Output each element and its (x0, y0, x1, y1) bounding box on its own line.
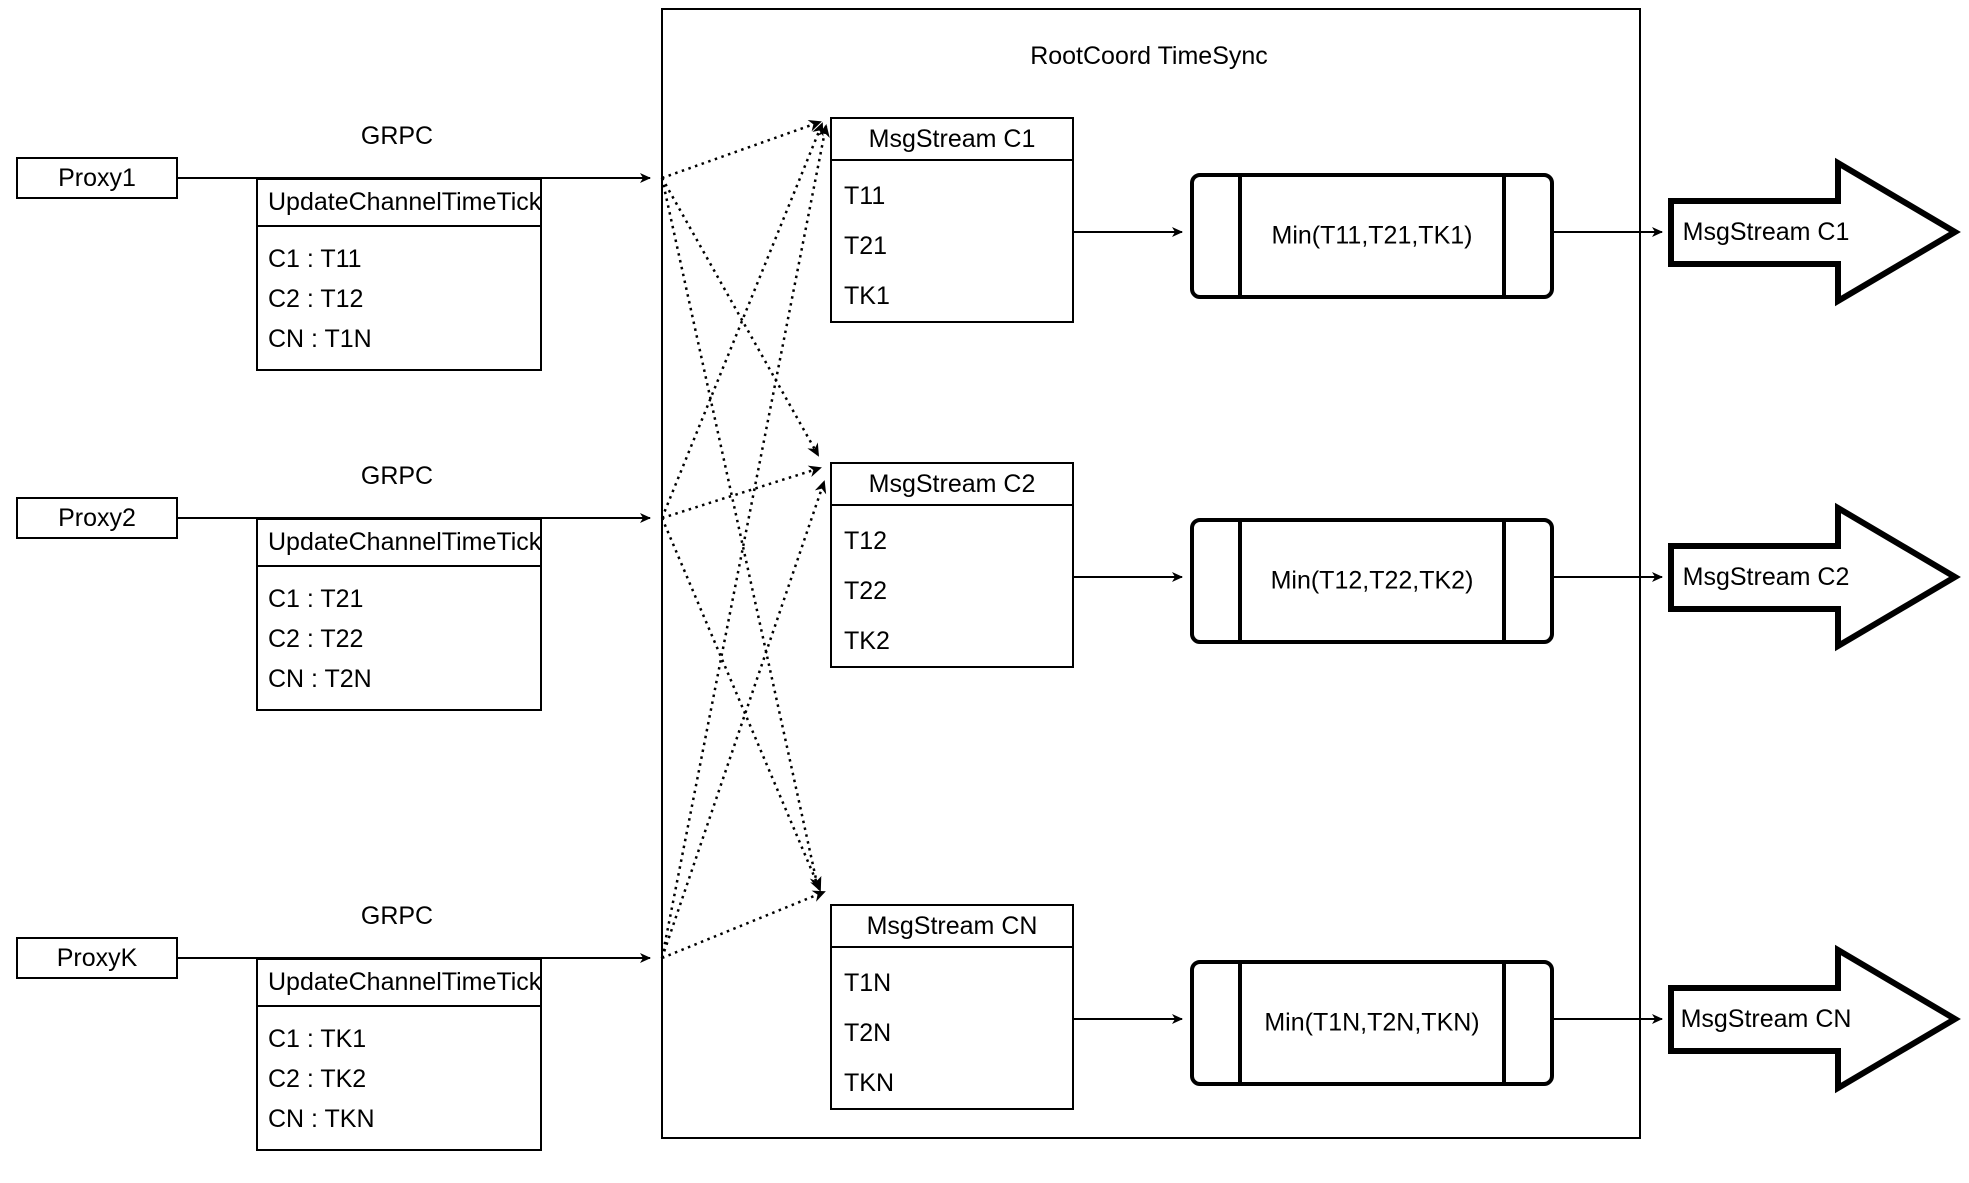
output-arrow-c1 (1668, 157, 1961, 307)
msgstream-rows-cn: T1N T2N TKN (832, 948, 1072, 1108)
dispatch-connectors (660, 120, 830, 960)
process-divider-right (1502, 964, 1506, 1082)
msgstream-box-c2: MsgStream C2 T12 T22 TK2 (830, 462, 1074, 668)
timetick-row: C2 : TK2 (268, 1065, 367, 1093)
update-channel-timetick-box-1: UpdateChannelTimeTick C1 : T11 C2 : T12 … (256, 178, 542, 371)
msgstream-title-cn: MsgStream CN (832, 906, 1072, 948)
msgstream-box-c1: MsgStream C1 T11 T21 TK1 (830, 117, 1074, 323)
update-channel-timetick-rows-k: C1 : TK1 C2 : TK2 CN : TKN (258, 1007, 540, 1149)
msgstream-row: T2N (844, 1019, 892, 1047)
update-channel-timetick-box-2: UpdateChannelTimeTick C1 : T21 C2 : T22 … (256, 518, 542, 711)
msgstream-title-c2: MsgStream C2 (832, 464, 1072, 506)
output-arrow-label-cn: MsgStream CN (1680, 1005, 1852, 1033)
min-process-box-c2: Min(T12,T22,TK2) (1190, 518, 1554, 644)
msgstream-row: T11 (844, 182, 886, 210)
proxy-box-1[interactable]: Proxy1 (16, 157, 178, 199)
timetick-row: C1 : T11 (268, 245, 362, 273)
process-divider-left (1238, 177, 1242, 295)
process-divider-left (1238, 964, 1242, 1082)
output-arrow-label-c1: MsgStream C1 (1682, 218, 1850, 246)
msgstream-row: T22 (844, 577, 888, 605)
msgstream-row: T12 (844, 527, 888, 555)
update-channel-timetick-rows-2: C1 : T21 C2 : T22 CN : T2N (258, 567, 540, 709)
grpc-label-2: GRPC (360, 462, 434, 490)
msgstream-to-process-connectors (1070, 227, 1183, 1024)
process-to-output-connectors (1554, 227, 1663, 1024)
process-divider-left (1238, 522, 1242, 640)
update-channel-timetick-title-k: UpdateChannelTimeTick (258, 960, 541, 1007)
proxy-label-2: Proxy2 (58, 503, 136, 532)
process-divider-right (1502, 522, 1506, 640)
timetick-row: C2 : T22 (268, 625, 364, 653)
update-channel-timetick-title-1: UpdateChannelTimeTick (258, 180, 541, 227)
grpc-label-k: GRPC (360, 902, 434, 930)
timetick-row: CN : T2N (268, 665, 372, 693)
msgstream-title-c1: MsgStream C1 (832, 119, 1072, 161)
proxy-box-2[interactable]: Proxy2 (16, 497, 178, 539)
update-channel-timetick-title-2: UpdateChannelTimeTick (258, 520, 541, 567)
timetick-row: CN : T1N (268, 325, 372, 353)
min-process-label-c1: Min(T11,T21,TK1) (1271, 221, 1473, 250)
grpc-label-1: GRPC (360, 122, 434, 150)
proxy-label-1: Proxy1 (58, 163, 136, 192)
msgstream-rows-c1: T11 T21 TK1 (832, 161, 1072, 321)
rootcoord-timesync-container (661, 8, 1641, 1139)
timetick-row: C1 : T21 (268, 585, 364, 613)
msgstream-row: TK1 (844, 282, 890, 310)
rootcoord-timesync-title: RootCoord TimeSync (1030, 42, 1268, 70)
update-channel-timetick-rows-1: C1 : T11 C2 : T12 CN : T1N (258, 227, 540, 369)
min-process-label-cn: Min(T1N,T2N,TKN) (1264, 1008, 1480, 1037)
proxy-label-k: ProxyK (56, 943, 138, 972)
output-arrow-c2 (1668, 502, 1961, 652)
output-arrow-label-c2: MsgStream C2 (1682, 563, 1850, 591)
msgstream-rows-c2: T12 T22 TK2 (832, 506, 1072, 666)
msgstream-row: TKN (844, 1069, 894, 1097)
output-arrow-cn (1668, 944, 1961, 1094)
min-process-box-cn: Min(T1N,T2N,TKN) (1190, 960, 1554, 1086)
msgstream-row: TK2 (844, 627, 890, 655)
timetick-row: C1 : TK1 (268, 1025, 367, 1053)
update-channel-timetick-box-k: UpdateChannelTimeTick C1 : TK1 C2 : TK2 … (256, 958, 542, 1151)
timetick-row: C2 : T12 (268, 285, 364, 313)
min-process-box-c1: Min(T11,T21,TK1) (1190, 173, 1554, 299)
process-divider-right (1502, 177, 1506, 295)
output-arrow-shapes (1668, 157, 1961, 1094)
msgstream-box-cn: MsgStream CN T1N T2N TKN (830, 904, 1074, 1110)
msgstream-row: T1N (844, 969, 892, 997)
timetick-row: CN : TKN (268, 1105, 375, 1133)
proxy-box-k[interactable]: ProxyK (16, 937, 178, 979)
min-process-label-c2: Min(T12,T22,TK2) (1270, 566, 1474, 595)
msgstream-row: T21 (844, 232, 888, 260)
